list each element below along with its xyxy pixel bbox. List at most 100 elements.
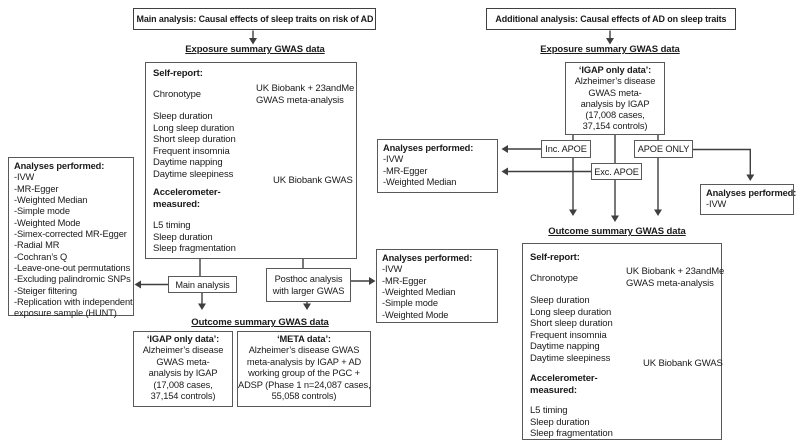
analysis-item: -Weighted Mode	[14, 217, 81, 228]
analysis-item: -IVW	[383, 154, 404, 165]
igap-box-line: GWAS meta-	[588, 87, 642, 98]
main-analysis-title: Main analysis: Causal effects of sleep t…	[136, 13, 373, 25]
analysis-item: -Simple mode	[382, 298, 438, 309]
self-report-label: Self-report:	[153, 68, 203, 79]
arrow-posthoc-to-analyses	[351, 277, 376, 285]
igap-only-data-box-right: ‘IGAP only data’: Alzheimer’s disease GW…	[565, 62, 665, 135]
trait-item: Daytime sleepiness	[153, 168, 234, 180]
accelerometer-label: Accelerometer- measured:	[530, 373, 598, 396]
analyses-performed-posthoc-box: Analyses performed: -IVW -MR-Egger -Weig…	[376, 249, 498, 323]
analysis-item: -Simex-corrected MR-Egger	[14, 229, 127, 240]
exposure-heading-right: Exposure summary GWAS data	[540, 44, 680, 55]
trait-item: Sleep fragmentation	[530, 428, 613, 439]
inc-apoe-box: Inc. APOE	[541, 140, 591, 158]
analysis-item: -Weighted Median	[382, 287, 456, 298]
trait-item: Sleep fragmentation	[153, 243, 236, 254]
analyses-performed-main-box: Analyses performed: -IVW -MR-Egger -Weig…	[8, 157, 134, 319]
igap-box-line: GWAS meta-	[156, 356, 210, 367]
exc-apoe-label: Exc. APOE	[594, 166, 639, 177]
arrow-inc-apoe-to-outcome	[569, 158, 577, 216]
chronotype-source-line: GWAS meta-analysis	[256, 94, 344, 106]
meta-data-box: ‘META data’: Alzheimer’s disease GWAS me…	[237, 331, 371, 407]
arrow-main-analysis-to-outcome	[198, 293, 206, 310]
trait-item: L5 timing	[153, 220, 191, 231]
accelerometer-label: Accelerometer- measured:	[153, 187, 221, 210]
analyses-heading: Analyses performed:	[706, 188, 797, 198]
posthoc-analysis-box: Posthoc analysis with larger GWAS	[266, 268, 351, 302]
trait-item: Daytime napping	[153, 157, 223, 168]
outcome-heading-right: Outcome summary GWAS data	[548, 226, 686, 237]
outcome-panel-right: Self-report: Chronotype UK Biobank + 23a…	[522, 243, 725, 440]
arrow-main-title-to-exposure	[249, 30, 257, 45]
analysis-item: -Weighted Mode	[382, 309, 449, 320]
igap-box-line: (17,008 cases,	[153, 379, 213, 390]
analysis-item: -Replication with independent	[14, 297, 133, 308]
chronotype-label: Chronotype	[153, 89, 201, 100]
meta-box-line: ‘META data’:	[277, 334, 331, 344]
additional-analysis-title: Additional analysis: Causal effects of A…	[495, 13, 727, 25]
accelerometer-traits-list: L5 timing Sleep duration Sleep fragmenta…	[530, 405, 613, 440]
analysis-item: -Weighted Median	[14, 195, 88, 206]
accelerometer-label-line: measured:	[530, 384, 577, 396]
arrow-apoe-only-to-analyses	[692, 148, 755, 181]
arrow-apoe-only-to-outcome	[654, 158, 662, 216]
self-report-traits-list: Sleep duration Long sleep duration Short…	[530, 295, 613, 364]
analyses-heading: Analyses performed:	[382, 253, 473, 263]
analyses-heading: Analyses performed:	[383, 143, 474, 153]
analysis-item: -IVW	[382, 264, 403, 275]
igap-box-line: 37,154 controls)	[582, 121, 648, 132]
posthoc-label-line: with larger GWAS	[272, 286, 345, 296]
trait-item: Sleep duration	[530, 295, 590, 306]
exposure-heading-left: Exposure summary GWAS data	[185, 44, 325, 55]
analysis-item: exposure sample (HUNT)	[14, 308, 117, 319]
traits-source-label: UK Biobank GWAS	[643, 358, 723, 369]
meta-box-line: ADSP (Phase 1 n=24,087 cases,	[238, 379, 371, 390]
analysis-item: -MR-Egger	[14, 183, 59, 194]
arrow-additional-title-to-exposure	[606, 30, 614, 45]
inc-apoe-label: Inc. APOE	[545, 144, 587, 154]
igap-box-line: Alzheimer’s disease	[142, 345, 224, 356]
analysis-item: -Leave-one-out permutations	[14, 263, 131, 274]
trait-item: Long sleep duration	[153, 122, 235, 134]
trait-item: Frequent insomnia	[153, 145, 230, 157]
analysis-item: -Cochran’s Q	[14, 251, 68, 262]
main-analysis-label: Main analysis	[175, 279, 230, 290]
analysis-item: -MR-Egger	[382, 275, 427, 286]
trait-item: Daytime sleepiness	[530, 352, 611, 364]
igap-box-line: ‘IGAP only data’:	[578, 65, 652, 75]
trait-item: Short sleep duration	[530, 318, 613, 329]
trait-item: Short sleep duration	[153, 134, 236, 145]
chronotype-source-line: GWAS meta-analysis	[626, 277, 714, 289]
accelerometer-label-line: Accelerometer-	[530, 373, 598, 384]
trait-item: Frequent insomnia	[530, 329, 607, 341]
igap-box-line: Alzheimer’s disease	[574, 76, 656, 87]
igap-box-line: analysis by IGAP	[580, 98, 650, 109]
posthoc-label-line: Posthoc analysis	[274, 274, 343, 284]
analysis-item: -Weighted Median	[383, 177, 457, 188]
arrow-exc-apoe-to-outcome	[611, 180, 619, 222]
chronotype-source-line: UK Biobank + 23andMe	[626, 266, 725, 277]
analyses-performed-apoe-only-box: Analyses performed: -IVW	[700, 184, 797, 215]
chronotype-label: Chronotype	[530, 273, 578, 284]
apoe-only-box: APOE ONLY	[634, 140, 693, 158]
analysis-item: -Simple mode	[14, 206, 70, 217]
self-report-traits-list: Sleep duration Long sleep duration Short…	[153, 111, 236, 180]
additional-analysis-title-box: Additional analysis: Causal effects of A…	[486, 8, 736, 30]
self-report-label: Self-report:	[530, 252, 580, 263]
trait-item: Sleep duration	[530, 416, 590, 428]
analyses-performed-apoe-box: Analyses performed: -IVW -MR-Egger -Weig…	[377, 139, 498, 193]
accelerometer-label-line: Accelerometer-	[153, 187, 221, 198]
exc-apoe-box: Exc. APOE	[591, 163, 642, 180]
analysis-item: -Radial MR	[14, 240, 60, 251]
igap-box-line: analysis by IGAP	[148, 368, 218, 379]
trait-item: Daytime napping	[530, 341, 600, 352]
analysis-item: -Excluding palindromic SNPs	[14, 274, 131, 285]
arrow-main-analysis-to-analyses	[134, 280, 168, 289]
analysis-item: -MR-Egger	[383, 165, 428, 176]
analyses-heading: Analyses performed:	[14, 161, 105, 171]
trait-item: L5 timing	[530, 405, 568, 416]
trait-item: Long sleep duration	[530, 306, 612, 318]
chronotype-source-line: UK Biobank + 23andMe	[256, 83, 355, 94]
arrow-inc-apoe-to-analyses	[501, 145, 541, 153]
